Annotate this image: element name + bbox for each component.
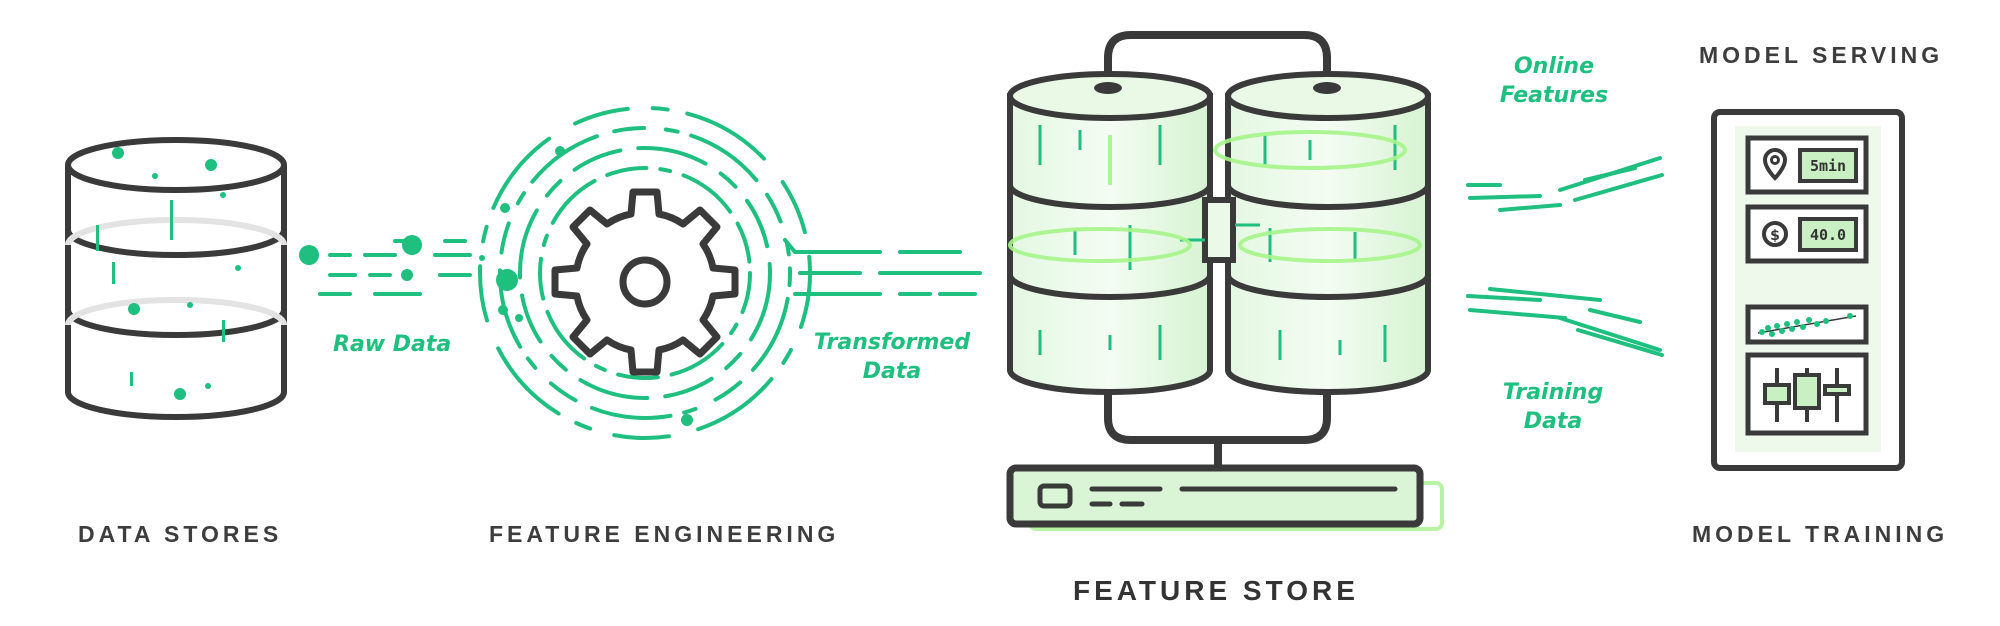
feature-engineering-label: FEATURE ENGINEERING — [489, 521, 840, 547]
raw-data-particles — [299, 235, 485, 281]
feature-store-cylinder-right — [1225, 71, 1431, 395]
price-card: $ 40.0 — [1745, 204, 1869, 264]
time-card: 5min — [1745, 135, 1869, 195]
feature-store-icon — [1006, 31, 1444, 531]
svg-text:$: $ — [1770, 228, 1780, 244]
model-panel: 5min $ 40.0 — [1711, 109, 1905, 471]
training-data-line-1: Training — [1502, 380, 1604, 405]
model-serving-label: MODEL SERVING — [1699, 42, 1944, 68]
data-store-database-icon — [65, 137, 287, 420]
transformed-data-label: Transformed Data — [812, 328, 972, 386]
feature-store-cylinder-left — [1007, 71, 1213, 395]
cylinder-glow — [1008, 130, 1422, 263]
transformed-data-stream — [783, 238, 982, 296]
dollar-coin-icon: $ — [1762, 221, 1788, 247]
online-features-line-1: Online — [1513, 54, 1595, 79]
raw-data-label: Raw Data — [333, 332, 452, 357]
feature-engineering-particles — [496, 146, 693, 426]
data-stores-label: DATA STORES — [78, 521, 283, 547]
transformed-data-line-1: Transformed — [813, 330, 971, 355]
training-data-label: Training Data — [1497, 378, 1609, 436]
online-features-label: Online Features — [1498, 52, 1610, 110]
online-features-stream — [1466, 156, 1664, 212]
sliders-icon — [1745, 352, 1869, 436]
price-value: 40.0 — [1810, 226, 1846, 244]
cylinder-coupling — [1202, 197, 1236, 263]
top-connector-pipe — [1104, 31, 1331, 85]
online-features-line-2: Features — [1499, 83, 1609, 108]
cylinder-ticks — [1038, 125, 1397, 362]
raw-data-stream — [318, 239, 472, 296]
scatter-plot-icon — [1745, 304, 1869, 345]
training-data-line-2: Data — [1523, 409, 1583, 434]
bottom-connector-pipe — [1104, 392, 1331, 444]
time-value: 5min — [1810, 157, 1846, 175]
feature-store-label: FEATURE STORE — [1073, 575, 1359, 606]
training-data-stream — [1466, 287, 1664, 357]
location-pin-icon — [1762, 147, 1788, 181]
gear-icon — [551, 188, 739, 376]
server-box — [1006, 464, 1424, 528]
transformed-data-line-2: Data — [862, 359, 922, 384]
model-training-label: MODEL TRAINING — [1692, 521, 1949, 547]
data-store-particles — [96, 147, 241, 400]
